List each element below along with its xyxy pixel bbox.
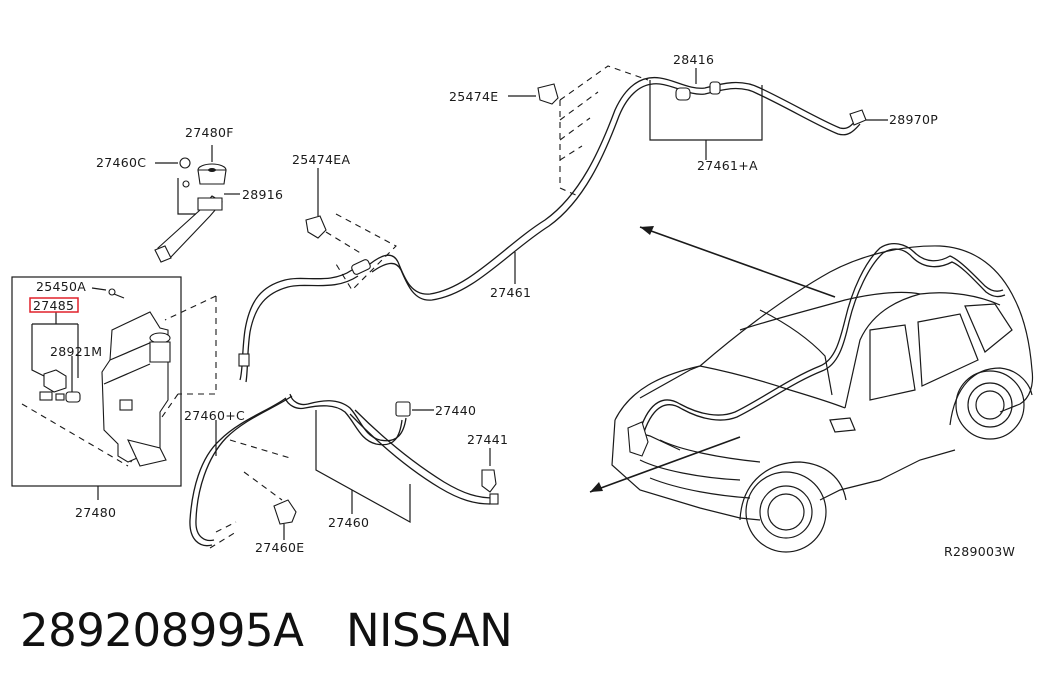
arrow-lower (589, 436, 741, 493)
label-27460-plus-C: 27460+C (184, 408, 245, 423)
label-27460C: 27460C (96, 155, 146, 170)
arrow-upper (639, 226, 836, 298)
label-27460E: 27460E (255, 540, 304, 555)
washer-pump (43, 369, 67, 393)
nozzle-27441 (481, 469, 497, 493)
label-28970P: 28970P (889, 112, 938, 127)
label-27485: 27485 (33, 298, 74, 313)
label-28921M: 28921M (50, 344, 102, 359)
part-number-text: 289208995A (20, 604, 304, 657)
label-25450A: 25450A (36, 279, 86, 294)
hose-joint-28416 (675, 87, 691, 101)
reference-code: R289003W (944, 544, 1015, 559)
label-27480F: 27480F (185, 125, 234, 140)
brand-text: NISSAN (346, 604, 512, 657)
reservoir-assembly (11, 276, 217, 500)
label-27461: 27461 (490, 285, 531, 300)
label-25474E: 25474E (449, 89, 498, 104)
clip-27460E (273, 499, 297, 525)
label-27460: 27460 (328, 515, 369, 530)
clip-25474EA (305, 215, 327, 239)
clip-25474E (537, 83, 559, 105)
rear-washer-hose (305, 65, 888, 301)
reservoir-filler-bracket (154, 145, 240, 263)
front-washer-hoses (189, 393, 499, 549)
label-28916: 28916 (242, 187, 283, 202)
nozzle-27440 (395, 401, 411, 417)
highlight-box-27485 (29, 297, 79, 313)
car-illustration (589, 226, 1034, 553)
label-27440: 27440 (435, 403, 476, 418)
label-27480: 27480 (75, 505, 116, 520)
nozzle-28970P (849, 109, 867, 126)
label-27461A: 27461+A (697, 158, 758, 173)
label-28416: 28416 (673, 52, 714, 67)
label-25474EA: 25474EA (292, 152, 350, 167)
label-27441: 27441 (467, 432, 508, 447)
tank-hose (238, 269, 359, 383)
part-labels: 25474E 28416 28970P 27461+A 27480F 27460… (29, 52, 1015, 559)
